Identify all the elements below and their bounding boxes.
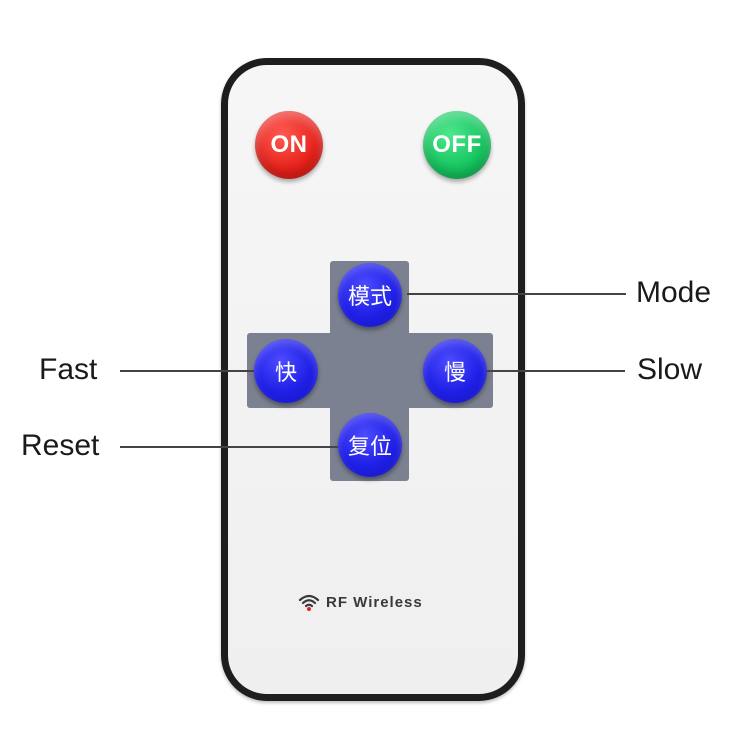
reset-callout-line [120, 446, 338, 448]
on-button[interactable]: ON [255, 111, 323, 179]
brand-text: RF Wireless [326, 593, 423, 611]
mode-button[interactable]: 模式 [338, 263, 402, 327]
mode-callout-label: Mode [636, 276, 712, 309]
fast-button[interactable]: 快 [254, 339, 318, 403]
mode-callout-line [407, 293, 626, 295]
off-button-label: OFF [432, 131, 482, 158]
fast-callout-line [120, 370, 254, 372]
reset-callout-label: Reset [21, 429, 100, 462]
slow-callout-line [487, 370, 625, 372]
mode-button-label: 模式 [347, 285, 392, 310]
slow-button-label: 慢 [443, 361, 466, 386]
slow-callout-label: Slow [637, 353, 703, 386]
reset-button[interactable]: 复位 [338, 413, 402, 477]
fast-callout-label: Fast [39, 353, 98, 386]
fast-button-label: 快 [274, 361, 297, 386]
off-button[interactable]: OFF [423, 111, 491, 179]
slow-button[interactable]: 慢 [423, 339, 487, 403]
brand-mark: RF Wireless [298, 590, 423, 614]
wireless-signal-icon [298, 594, 320, 611]
reset-button-label: 复位 [347, 435, 392, 460]
on-button-label: ON [270, 131, 308, 158]
